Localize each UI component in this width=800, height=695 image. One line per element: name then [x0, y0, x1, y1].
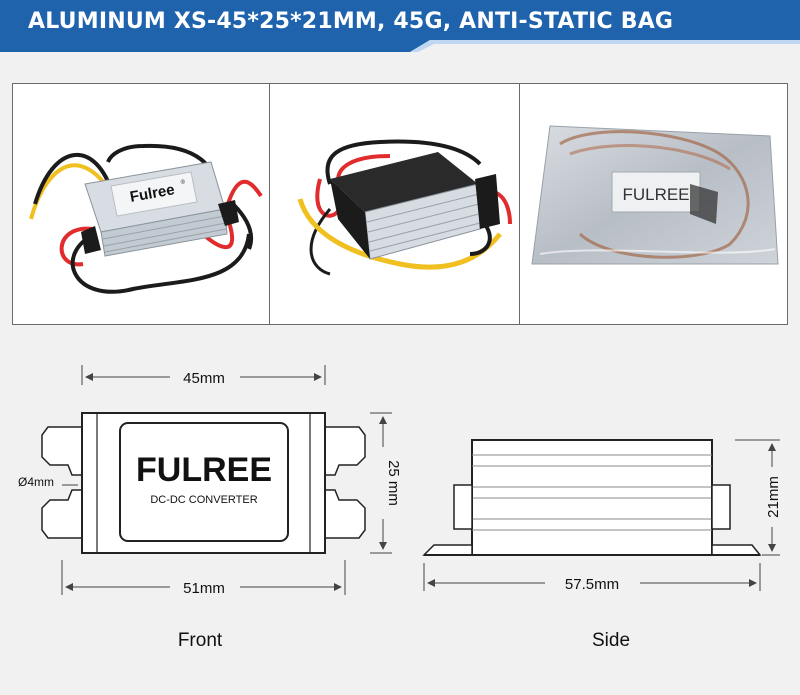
photo-divider [269, 84, 270, 324]
front-brand-label: FULREE [136, 451, 272, 489]
side-length-dimension-label: 57.5mm [565, 576, 619, 593]
product-photo-front: Fulree ® [13, 84, 269, 324]
front-view: FULREE DC-DC CONVERTER Ø4mm 45mm 51mm 25… [18, 365, 402, 597]
side-view: 57.5mm 21mm [422, 439, 782, 593]
photo-divider [519, 84, 520, 324]
dimension-drawing: FULREE DC-DC CONVERTER Ø4mm 45mm 51mm 25… [18, 365, 782, 597]
bag-product-label: FULREE [622, 185, 689, 204]
front-subtitle-label: DC-DC CONVERTER [150, 494, 257, 506]
converter-photo-2 [297, 139, 512, 276]
hole-diameter-label: Ø4mm [18, 475, 54, 489]
product-photo-angle [270, 84, 519, 324]
registered-mark: ® [180, 178, 186, 186]
anti-static-bag-photo: FULREE [531, 125, 779, 265]
side-caption: Side [591, 630, 631, 651]
side-height-dimension-label: 21mm [765, 476, 782, 518]
product-photo-strip: Fulree ® [12, 83, 788, 325]
converter-photo-1: Fulree ® [29, 143, 263, 294]
total-width-dimension-label: 51mm [183, 580, 225, 597]
front-caption: Front [177, 630, 223, 651]
product-photo-bag: FULREE [520, 84, 787, 324]
width-dimension-label: 45mm [183, 370, 225, 387]
banner-title: ALUMINUM XS-45*25*21MM, 45G, ANTI-STATIC… [28, 9, 674, 34]
title-banner: ALUMINUM XS-45*25*21MM, 45G, ANTI-STATIC… [0, 0, 800, 52]
banner-shape [0, 0, 800, 52]
front-height-dimension-label: 25 mm [385, 460, 402, 506]
front-label-panel [119, 422, 289, 542]
